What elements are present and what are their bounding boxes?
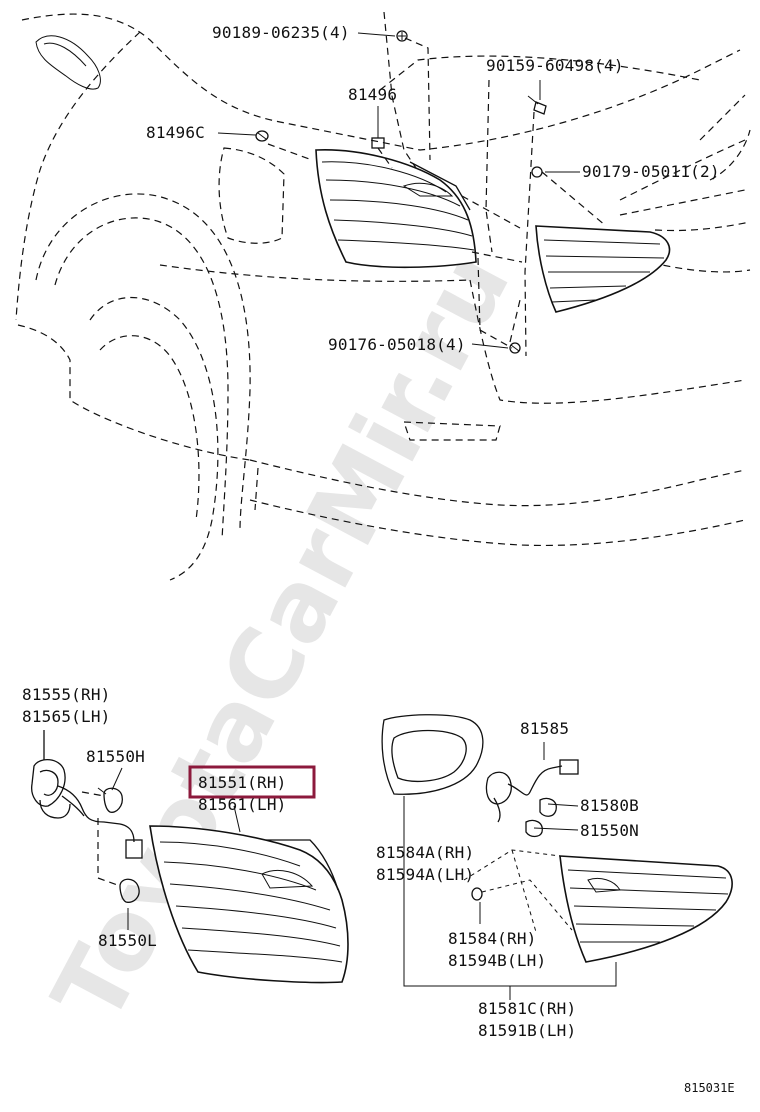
label-inner-lamp-rh[interactable]: 81581C(RH) (478, 999, 576, 1018)
outer-tail-lamp-installed (315, 149, 477, 269)
label-gasket-lh[interactable]: 81594A(LH) (376, 865, 474, 884)
inner-socket-and-wire (485, 742, 579, 823)
gasket (381, 714, 484, 795)
screw-icon (527, 95, 547, 115)
label-socket-lh[interactable]: 81565(LH) (22, 707, 111, 726)
nut-icon (531, 166, 543, 178)
label-bolt-top[interactable]: 90189-06235(4) (212, 23, 350, 42)
label-outer-lamp-rh[interactable]: 81551(RH) (198, 773, 287, 792)
label-retainer-rh[interactable]: 81584(RH) (448, 929, 537, 948)
lead-lines-inner-lamp (403, 796, 617, 1000)
highlight-box (188, 765, 316, 799)
label-grommet-c[interactable]: 81496C (146, 123, 205, 142)
label-retainer-lh[interactable]: 81594B(LH) (448, 951, 546, 970)
label-nut-right[interactable]: 90179-05011(2) (582, 162, 720, 181)
lead-lines-outer-lamp (81, 767, 129, 930)
inner-tail-lamp (559, 855, 733, 963)
label-nut-lower[interactable]: 90176-05018(4) (328, 335, 466, 354)
grommet-icon (371, 137, 385, 149)
bulb-n-icon (525, 819, 543, 838)
label-socket-rh[interactable]: 81555(RH) (22, 685, 111, 704)
label-screw-right[interactable]: 90159-60498(4) (486, 56, 624, 75)
label-bulb-n[interactable]: 81550N (580, 821, 639, 840)
grommet-c-icon (255, 130, 269, 142)
label-grommet[interactable]: 81496 (348, 85, 397, 104)
inner-tail-lamp-installed (535, 225, 671, 313)
outer-tail-lamp (149, 805, 349, 984)
label-bulb-l[interactable]: 81550L (98, 931, 157, 950)
nut-lower-icon (509, 342, 521, 354)
bulb-b-icon (539, 797, 557, 817)
figure-code: 815031E (684, 1081, 735, 1095)
bolt-icon (396, 30, 408, 42)
retainer-icon (471, 887, 483, 901)
label-inner-socket[interactable]: 81585 (520, 719, 569, 738)
label-inner-lamp-lh[interactable]: 81591B(LH) (478, 1021, 576, 1040)
label-bulb-h[interactable]: 81550H (86, 747, 145, 766)
bulb-l-icon (119, 878, 140, 903)
socket-and-wire (31, 730, 143, 859)
label-bulb-b[interactable]: 81580B (580, 796, 639, 815)
bulb-h-icon (97, 787, 123, 813)
label-outer-lamp-lh[interactable]: 81561(LH) (198, 795, 287, 814)
leader-lines-top (217, 32, 580, 349)
lead-lines-top (267, 11, 607, 357)
label-gasket-rh[interactable]: 81584A(RH) (376, 843, 474, 862)
